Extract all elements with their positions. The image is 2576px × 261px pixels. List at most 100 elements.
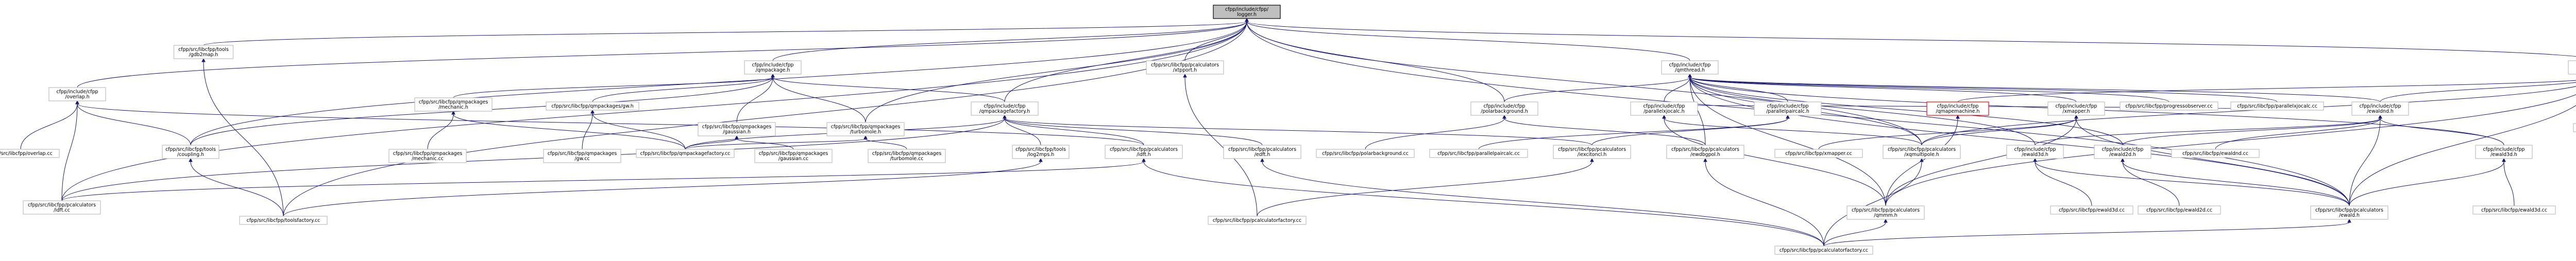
- node-parallelxjocalc-h[interactable]: cfpp/include/cfpp/parallelxjocalc.h: [1630, 101, 1698, 116]
- node-label: /idft.cc: [54, 207, 70, 213]
- edge-pcalc-qmmm-h-to-qmapper-h: [1885, 118, 2077, 206]
- node-pcalc-edft-h[interactable]: cfpp/src/libcfpp/pcalculators/edft.h: [1223, 145, 1301, 159]
- node-label: /mechanic.cc: [412, 156, 444, 162]
- node-pcalc-qmmm-h[interactable]: cfpp/src/libcfpp/pcalculators/qmmm.h: [1846, 205, 1925, 220]
- node-xinductor-h[interactable]: cfpp/include/cfpp/xinductor.h: [2568, 60, 2576, 75]
- node-pcalc-ewdbgpol-h[interactable]: cfpp/src/libcfpp/pcalculators/ewdbgpol.h: [1666, 145, 1744, 159]
- node-pcalc-xtpport-h[interactable]: cfpp/src/libcfpp/pcalculators/xtpport.h: [1146, 60, 1224, 75]
- edge-arrowhead: [2033, 158, 2037, 162]
- node-pcalculatorfactory-cc[interactable]: cfpp/src/libcfpp/pcalculatorfactory.cc: [1208, 216, 1307, 225]
- node-label: /ewald3d.h: [2022, 152, 2048, 158]
- node-label: cfpp/src/libcfpp/qmpackagefactory.cc: [640, 151, 731, 156]
- node-tools-log2mps-h[interactable]: cfpp/src/libcfpp/tools/log2mps.h: [1012, 145, 1070, 159]
- edge-pcalc-qmmm-h-to-xinductor-h: [1885, 94, 2576, 206]
- node-label: /xqmultipole.h: [1904, 152, 1939, 158]
- node-parallelpaircalc-cc[interactable]: cfpp/src/libcfpp/parallelpaircalc.cc: [1429, 149, 1528, 158]
- node-qm-gaussian-cc[interactable]: cfpp/src/libcfpp/qmpackages/gaussian.cc: [754, 149, 833, 163]
- node-label: /ewald3d.h: [2490, 152, 2517, 158]
- node-xmapper-cc[interactable]: cfpp/src/libcfpp/xmapper.cc: [1774, 149, 1863, 158]
- node-qm-gw-cc[interactable]: cfpp/src/libcfpp/qmpackages/gw.cc: [543, 149, 621, 163]
- node-pcalc-ewald-h[interactable]: cfpp/src/libcfpp/pcalculators/ewald.h: [2310, 205, 2388, 220]
- edge-pcalc-ewald-h-to-ewald3d-h: [2035, 161, 2350, 206]
- node-ewald2d-h[interactable]: cfpp/include/cfpp/ewald2d.h: [2094, 145, 2151, 159]
- node-qm-turbomole-h[interactable]: cfpp/src/libcfpp/qmpackages/turbomole.h: [826, 122, 905, 136]
- node-tools-gdb2map[interactable]: cfpp/src/libcfpp/tools/gdb2map.h: [173, 45, 234, 59]
- edge-toolsfactory-cc-to-tools-log2mps-h: [283, 161, 1041, 217]
- node-label: cfpp/src/libcfpp/qmpackages: [759, 151, 828, 156]
- node-box: [2047, 101, 2105, 116]
- node-label: /qmthread.h: [1675, 67, 1705, 73]
- edge-pcalculatorfactory-cc-to-pcalc-iexcitoncl-h: [1257, 161, 1592, 217]
- edge-arrowhead: [1688, 73, 1692, 78]
- graph-nodes: cfpp/include/cfpp/logger.h cfpp/src/libcf…: [0, 5, 2576, 255]
- node-pcalc-idft-h[interactable]: cfpp/src/libcfpp/pcalculators/idft.h: [1105, 145, 1183, 159]
- node-parallelpaircalc-h[interactable]: cfpp/include/cfpp/parallelpaircalc.h: [1754, 101, 1822, 116]
- node-qmpackagefactory-cc[interactable]: cfpp/src/libcfpp/qmpackagefactory.cc: [636, 149, 735, 158]
- node-overlap-h[interactable]: cfpp/include/cfpp/overlap.h: [48, 87, 106, 101]
- edge-pcalc-ewald-h-to-ewald2d-h: [2122, 161, 2350, 206]
- node-pcalc-idft-cc[interactable]: cfpp/src/libcfpp/pcalculators/idft.cc: [23, 200, 101, 215]
- edge-arrowhead: [1590, 158, 1594, 162]
- node-overlap-cc[interactable]: cfpp/src/libcfpp/overlap.cc: [0, 149, 60, 158]
- edge-qm-gw-cc-to-qm-gw-h: [582, 113, 593, 150]
- node-ewald3d-cc-b[interactable]: cfpp/src/libcfpp/ewald3d.cc: [2472, 205, 2556, 215]
- node-label: /mechanic.h: [438, 105, 468, 110]
- node-qm-mechanic-cc[interactable]: cfpp/src/libcfpp/qmpackages/mechanic.cc: [388, 149, 467, 163]
- node-label: cfpp/src/libcfpp/parallelpaircalc.cc: [1437, 151, 1520, 156]
- edge-ewald3d-h-b-to-ewaldnd-h: [2380, 118, 2504, 146]
- node-polarbackground-cc[interactable]: cfpp/src/libcfpp/polarbackground.cc: [1316, 149, 1415, 158]
- node-label: cfpp/include/cfpp: [1643, 103, 1685, 109]
- edge-ewald2d-h-to-ewaldnd-h: [2122, 118, 2381, 146]
- node-ewald3d-cc[interactable]: cfpp/src/libcfpp/ewald3d.cc: [2050, 205, 2133, 215]
- edge-arrowhead: [1039, 158, 1043, 162]
- node-ewaldnd-cc[interactable]: cfpp/src/libcfpp/ewaldnd.cc: [2171, 149, 2260, 158]
- node-qmapper-h[interactable]: cfpp/include/cfpp/xmapper.h: [2047, 101, 2105, 116]
- edge-overlap-h-to-root: [77, 21, 1247, 88]
- node-pcalc-xqmultipole-h[interactable]: cfpp/src/libcfpp/pcalculators/xqmultipol…: [1883, 145, 1961, 159]
- node-box: [2120, 101, 2218, 111]
- node-qm-mechanic-h[interactable]: cfpp/src/libcfpp/qmpackages/mechanic.h: [414, 97, 493, 112]
- node-label: /gaussian.h: [723, 129, 751, 135]
- node-qm-turbomole-cc[interactable]: cfpp/src/libcfpp/qmpackages/turbomole.cc: [868, 149, 946, 163]
- node-toolsfactory-cc[interactable]: cfpp/src/libcfpp/toolsfactory.cc: [239, 216, 328, 225]
- node-label: /turbomole.cc: [890, 156, 924, 162]
- edge-qmpackagefactory-cc-to-qm-turbomole-h: [685, 138, 866, 150]
- node-qmpackagefactory-h[interactable]: cfpp/include/cfpp/qmpackagefactory.h: [971, 101, 1039, 116]
- node-box: [754, 149, 833, 163]
- node-tools-coupling-h[interactable]: cfpp/src/libcfpp/tools/coupling.h: [162, 145, 219, 159]
- edge-ewaldnd-h-to-xinductor-h: [2380, 82, 2576, 102]
- node-box: [48, 87, 106, 101]
- node-xinductor-cc[interactable]: cfpp/src/libcfpp/xinductor.cc: [2573, 123, 2576, 132]
- node-parallelxjocalc-cc[interactable]: cfpp/src/libcfpp/parallelxjocalc.cc: [2230, 101, 2324, 111]
- node-label: cfpp/include/cfpp: [984, 103, 1026, 109]
- node-progressobserver-cc[interactable]: cfpp/src/libcfpp/progressobserver.cc: [2120, 101, 2218, 111]
- node-polarbackground-h[interactable]: cfpp/include/cfpp/polarbackground.h: [1470, 101, 1538, 116]
- node-box: [1470, 101, 1538, 116]
- node-qmpackage-h[interactable]: cfpp/include/cfpp/qmpackage.h: [744, 60, 802, 75]
- edge-arrowhead: [590, 109, 595, 114]
- node-qm-gaussian-h[interactable]: cfpp/src/libcfpp/qmpackages/gaussian.h: [698, 122, 776, 136]
- node-ewaldnd-h[interactable]: cfpp/include/cfpp/ewaldnd.h: [2351, 101, 2409, 116]
- node-box: [868, 149, 946, 163]
- edge-qmpackage-h-to-root: [772, 21, 1247, 61]
- edge-arrowhead: [75, 100, 79, 105]
- node-pcalculatorfactory-cc-b[interactable]: cfpp/src/libcfpp/pcalculatorfactory.cc: [1774, 246, 1873, 255]
- node-qmthread-h[interactable]: cfpp/include/cfpp/qmthread.h: [1661, 60, 1719, 75]
- node-label: cfpp/include/cfpp: [2102, 147, 2144, 152]
- node-label: cfpp/include/cfpp: [1484, 103, 1526, 109]
- edge-tools-log2mps-h-to-qmpackagefactory-h: [1004, 118, 1041, 146]
- node-box: [414, 97, 493, 112]
- node-ewald2d-cc[interactable]: cfpp/src/libcfpp/ewald2d.cc: [2138, 205, 2221, 215]
- edge-qm-gw-h-to-qmpackage-h: [592, 77, 773, 102]
- node-qm-gw-h[interactable]: cfpp/src/libcfpp/qmpackages/gw.h: [546, 101, 639, 111]
- node-label: cfpp/src/libcfpp/pcalculators: [28, 202, 96, 208]
- edge-pcalc-ewald-h-to-ewaldnd-h: [2349, 118, 2381, 206]
- node-box: [1012, 145, 1070, 159]
- edge-qmpackagefactory-cc-to-qm-mechanic-h: [453, 114, 686, 150]
- node-ewald3d-h[interactable]: cfpp/include/cfpp/ewald3d.h: [2006, 145, 2064, 159]
- node-qmapemachine-h[interactable]: cfpp/include/cfpp/qmapemachine.h: [1926, 101, 1989, 116]
- node-pcalc-iexcitoncl-h[interactable]: cfpp/src/libcfpp/pcalculators/iexcitoncl…: [1553, 145, 1631, 159]
- node-root[interactable]: cfpp/include/cfpp/logger.h: [1213, 5, 1281, 19]
- node-ewald3d-h-b[interactable]: cfpp/include/cfpp/ewald3d.h: [2475, 145, 2533, 159]
